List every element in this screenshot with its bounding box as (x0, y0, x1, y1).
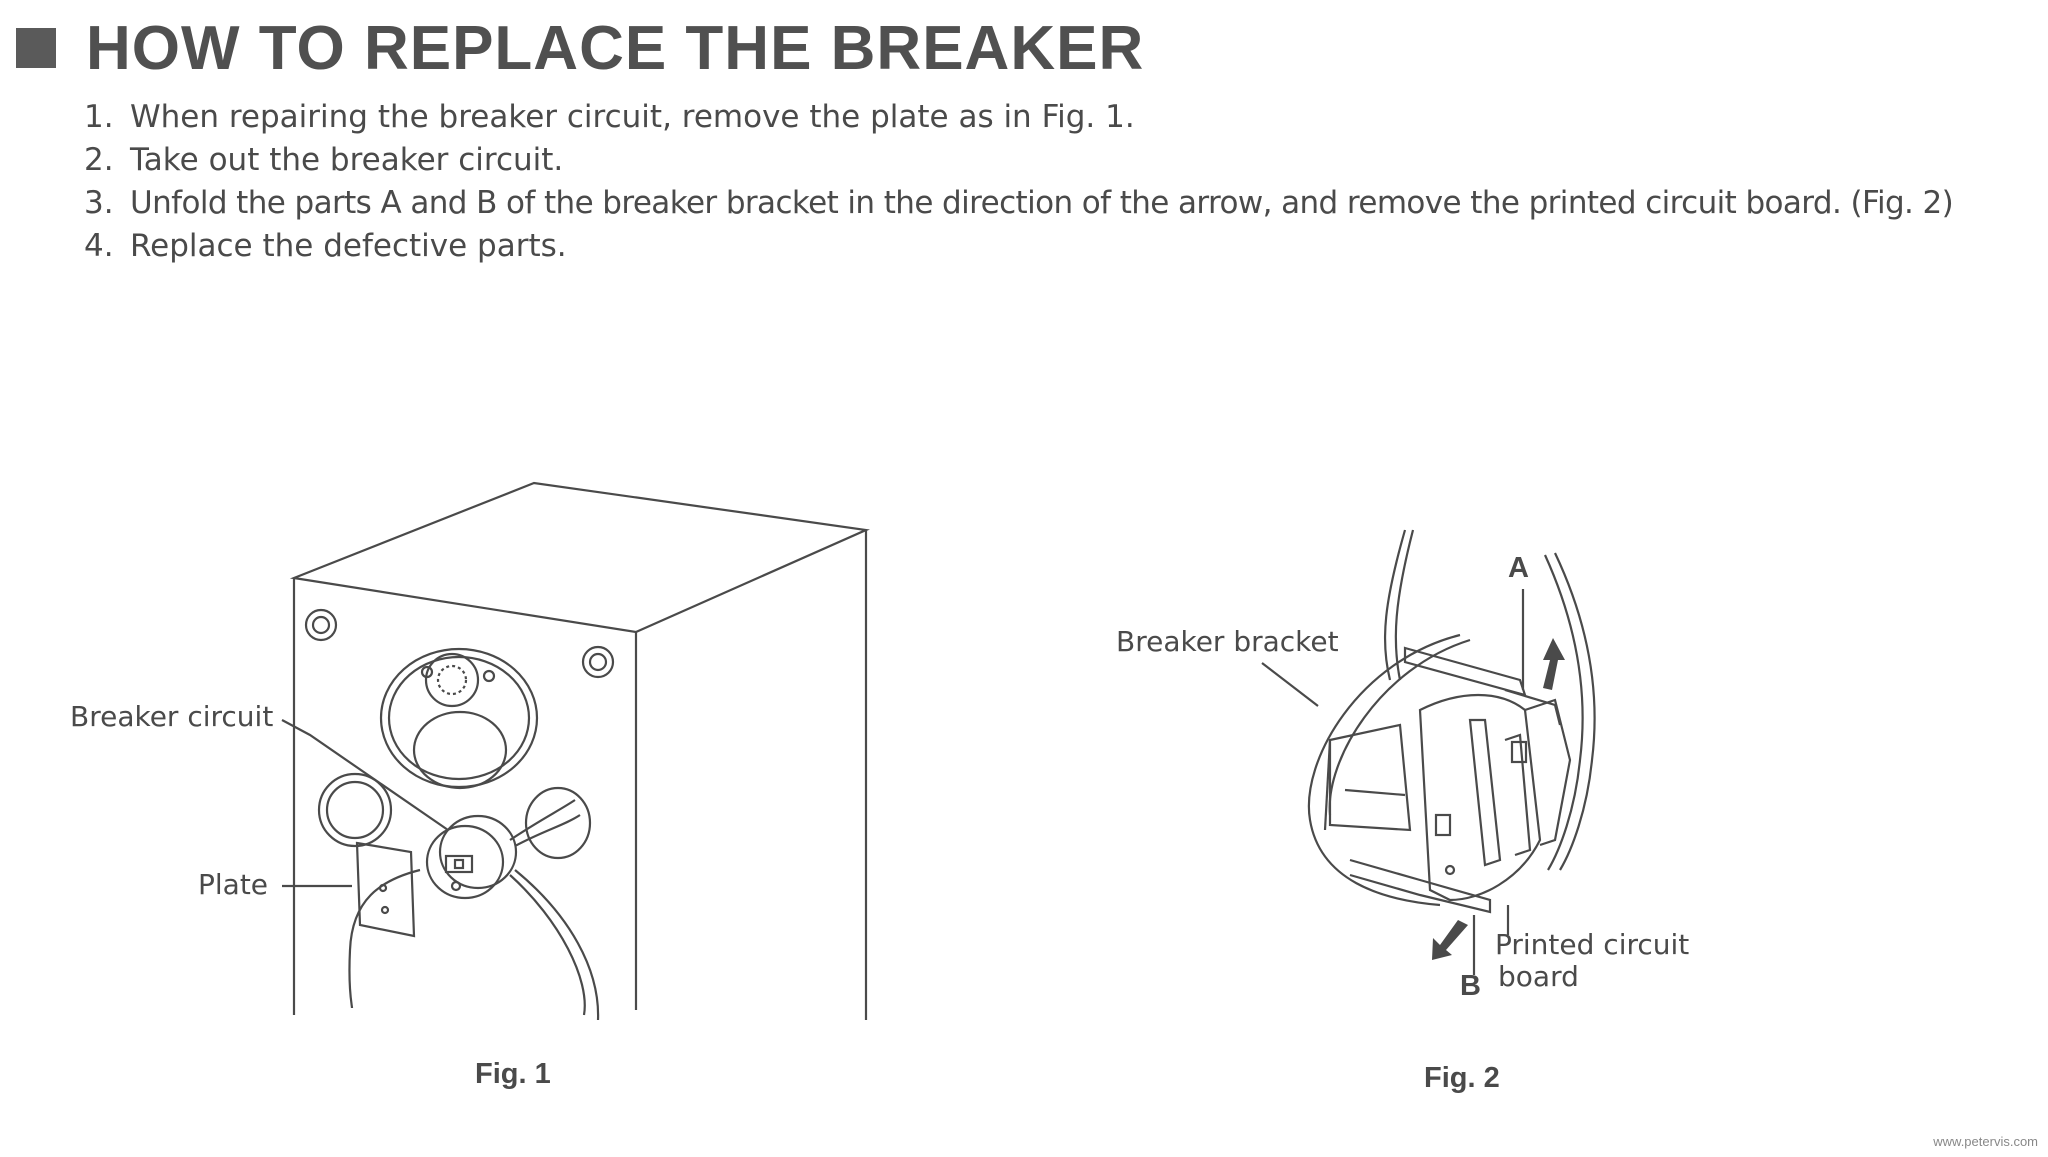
breaker-disc (425, 824, 505, 900)
label-b: B (1460, 970, 1481, 1002)
steps-list: 1. When repairing the breaker circuit, r… (84, 96, 1954, 268)
heading-square-icon (16, 28, 56, 68)
label-pcb-line1: Printed circuit (1495, 928, 1690, 961)
step-text: Replace the defective parts. (130, 228, 567, 264)
step-number: 3. (84, 185, 114, 221)
bracket-outer (1307, 633, 1461, 907)
left-opening (317, 772, 393, 848)
plate (355, 841, 416, 938)
step-item: 4. Replace the defective parts. (84, 225, 1953, 268)
label-plate: Plate (198, 868, 269, 901)
tab-a (1403, 646, 1527, 697)
label-pcb-line2: board (1498, 960, 1579, 993)
step-text: When repairing the breaker circuit, remo… (130, 99, 1135, 135)
printed-circuit-board (1418, 694, 1542, 902)
breaker-switch (444, 854, 474, 874)
label-breaker-bracket: Breaker bracket (1116, 625, 1339, 658)
fig2-caption: Fig. 2 (1424, 1062, 1500, 1094)
step-text: Take out the breaker circuit. (130, 142, 564, 178)
step-item: 2. Take out the breaker circuit. (84, 139, 1953, 182)
port-opening (412, 710, 508, 790)
page-heading: HOW TO REPLACE THE BREAKER (16, 12, 1144, 84)
arrow-down-icon (1432, 920, 1468, 960)
tweeter (424, 652, 480, 708)
right-opening (524, 786, 592, 860)
breaker-circuit-leader (281, 719, 449, 831)
page-title: HOW TO REPLACE THE BREAKER (86, 13, 1145, 83)
breaker-housing (1328, 723, 1412, 832)
step-text: Unfold the parts A and B of the breaker … (130, 185, 1954, 221)
pcb-slot (1434, 813, 1452, 837)
step-item: 1. When repairing the breaker circuit, r… (84, 96, 1953, 139)
step-number: 2. (84, 142, 114, 178)
label-breaker-circuit: Breaker circuit (70, 700, 274, 733)
label-a: A (1508, 552, 1529, 584)
step-number: 1. (84, 99, 114, 135)
breaker-bracket-leader (1261, 662, 1319, 707)
step-number: 4. (84, 228, 114, 264)
screw-hole-left (304, 608, 338, 642)
footer-watermark: www.petervis.com (1933, 1134, 2038, 1149)
arrow-up-icon (1543, 638, 1565, 690)
fig1-caption: Fig. 1 (475, 1058, 551, 1090)
screw-hole-right (581, 645, 615, 679)
tab-b (1349, 858, 1492, 914)
step-item: 3. Unfold the parts A and B of the break… (84, 182, 1954, 225)
